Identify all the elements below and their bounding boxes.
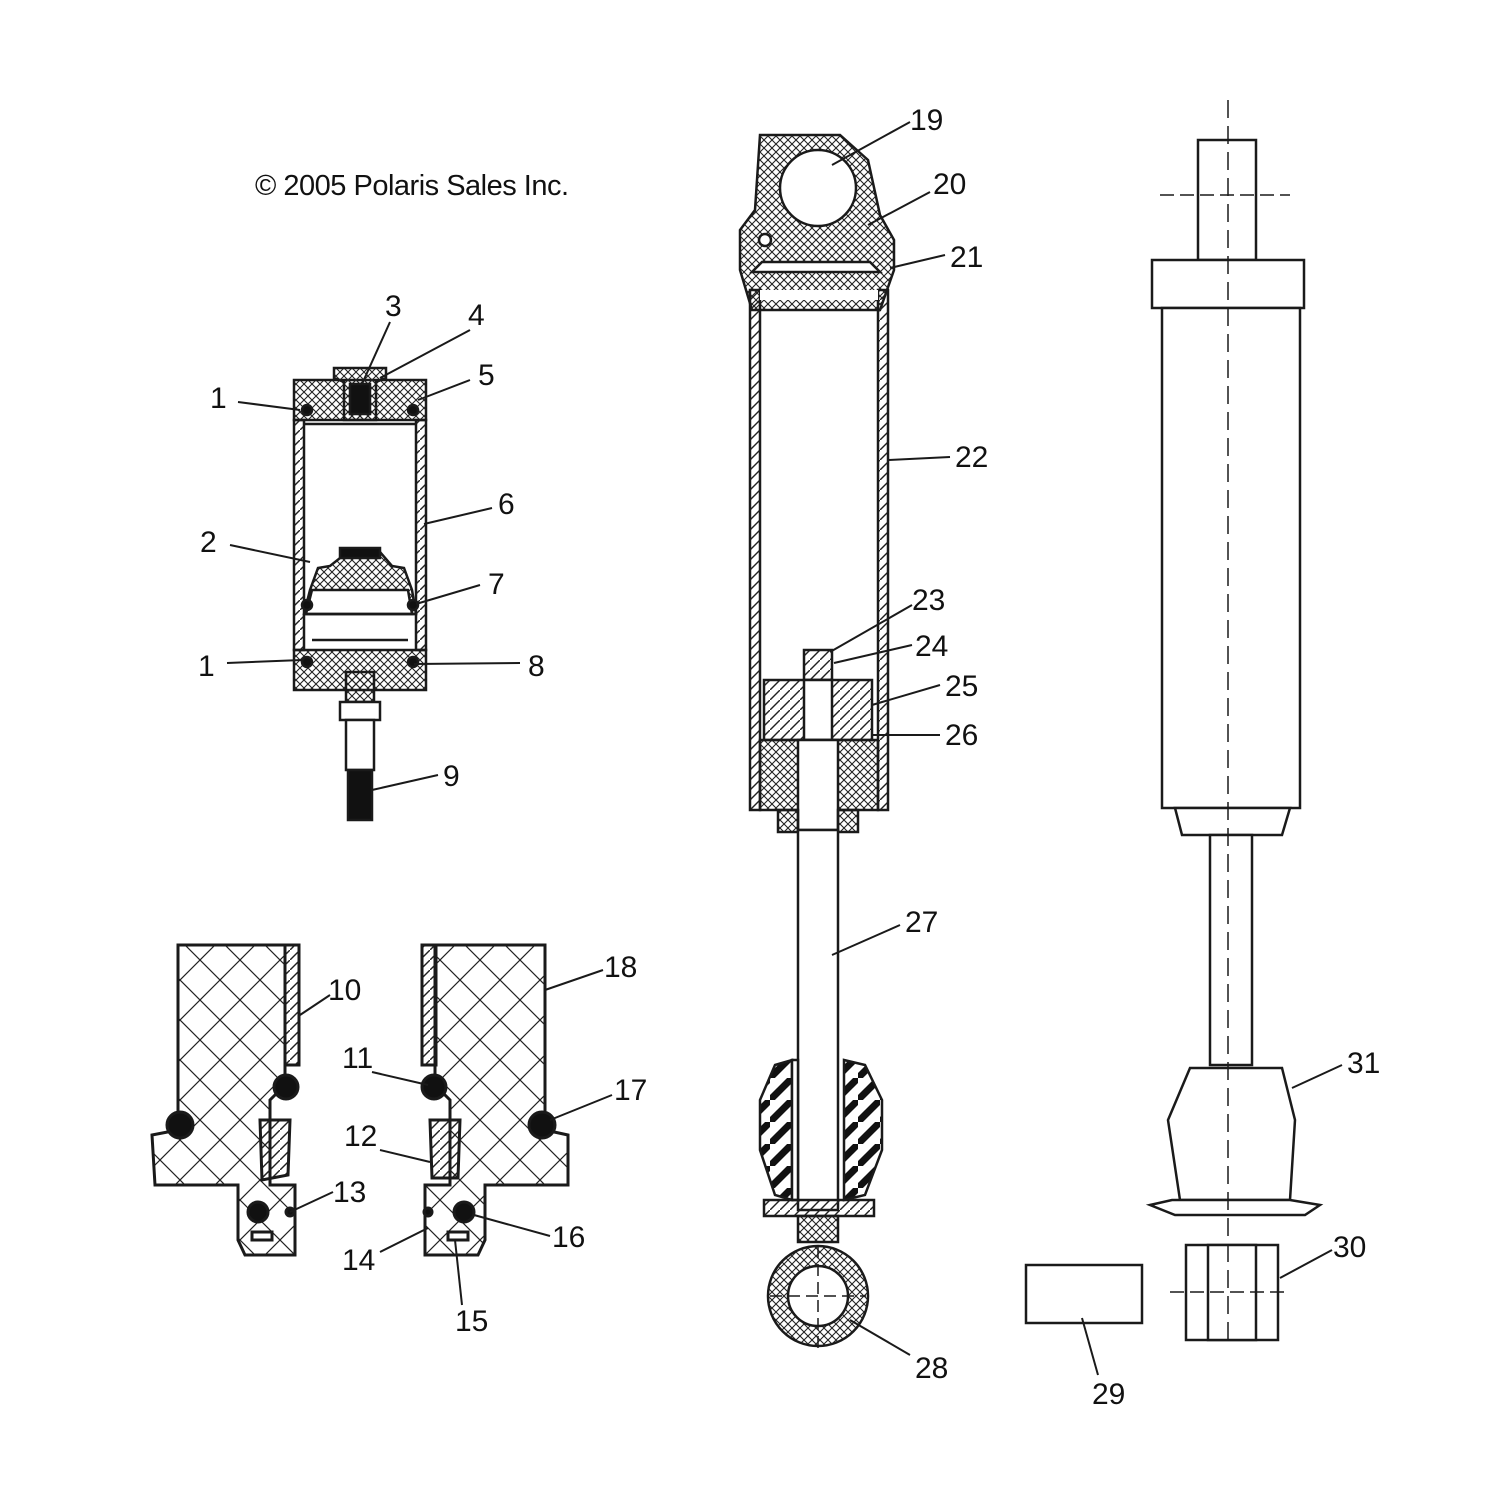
callout-26: 26 xyxy=(945,719,978,752)
callout-labels: 1 1 2 3 4 5 6 7 8 9 10 11 12 13 14 15 16… xyxy=(198,104,1380,1411)
callout-21: 21 xyxy=(950,241,983,274)
callout-16: 16 xyxy=(552,1221,585,1254)
callout-13: 13 xyxy=(333,1176,366,1209)
callout-9: 9 xyxy=(443,760,460,793)
callout-20: 20 xyxy=(933,168,966,201)
callout-22: 22 xyxy=(955,441,988,474)
callout-27: 27 xyxy=(905,906,938,939)
seal-head-detail xyxy=(150,943,570,1257)
shock-cutaway xyxy=(738,133,896,1350)
callout-8: 8 xyxy=(528,650,545,683)
callout-1b: 1 xyxy=(198,650,215,683)
callout-1a: 1 xyxy=(210,382,227,415)
callout-11: 11 xyxy=(342,1042,373,1075)
callout-23: 23 xyxy=(912,584,945,617)
callout-10: 10 xyxy=(328,974,361,1007)
callout-6: 6 xyxy=(498,488,515,521)
callout-14: 14 xyxy=(342,1244,375,1277)
callout-25: 25 xyxy=(945,670,978,703)
callout-29: 29 xyxy=(1092,1378,1125,1411)
callout-5: 5 xyxy=(478,359,495,392)
callout-15: 15 xyxy=(455,1305,488,1338)
callout-30: 30 xyxy=(1333,1231,1366,1264)
callout-7: 7 xyxy=(488,568,505,601)
copyright-notice: © 2005 Polaris Sales Inc. xyxy=(255,170,569,202)
shock-exterior xyxy=(1024,100,1324,1342)
callout-18: 18 xyxy=(604,951,637,984)
callout-24: 24 xyxy=(915,630,948,663)
callout-19: 19 xyxy=(910,104,943,137)
callout-2: 2 xyxy=(200,526,217,559)
reservoir-assembly xyxy=(292,366,428,822)
callout-17: 17 xyxy=(614,1074,647,1107)
callout-4: 4 xyxy=(468,299,485,332)
callout-31: 31 xyxy=(1347,1047,1380,1080)
callout-12: 12 xyxy=(344,1120,377,1153)
leader-lines xyxy=(226,121,1343,1376)
callout-3: 3 xyxy=(385,290,402,323)
callout-28: 28 xyxy=(915,1352,948,1385)
